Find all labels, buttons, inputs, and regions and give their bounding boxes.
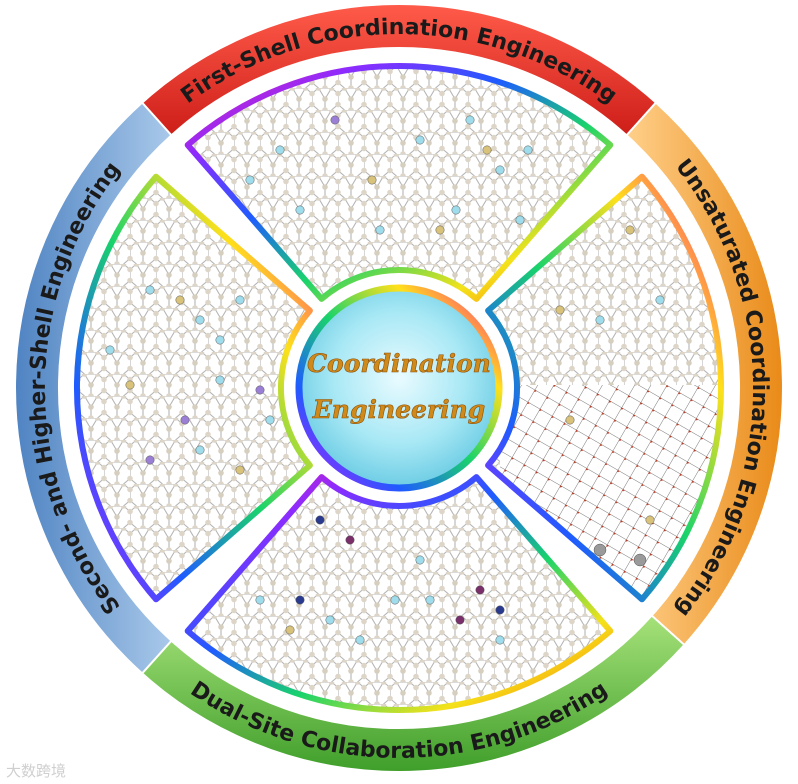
dopant-atom xyxy=(483,146,491,154)
dopant-atom xyxy=(236,296,244,304)
dopant-atom xyxy=(646,516,654,524)
dopant-atom xyxy=(556,306,564,314)
dopant-atom xyxy=(296,596,304,604)
dopant-atom xyxy=(331,116,339,124)
dopant-atom xyxy=(196,446,204,454)
dopant-atom xyxy=(146,456,154,464)
dopant-atom xyxy=(266,416,274,424)
dopant-atom xyxy=(466,116,474,124)
center-title-line1: Coordination xyxy=(307,349,491,378)
dopant-atom xyxy=(626,226,634,234)
dopant-atom xyxy=(236,466,244,474)
dopant-atom xyxy=(316,516,324,524)
dopant-atom xyxy=(356,636,364,644)
dopant-atom xyxy=(524,146,532,154)
dopant-atom xyxy=(368,176,376,184)
dopant-atom xyxy=(452,206,460,214)
dopant-atom xyxy=(456,616,464,624)
dopant-atom xyxy=(146,286,154,294)
dopant-atom xyxy=(391,596,399,604)
dopant-atom xyxy=(326,616,334,624)
dopant-atom xyxy=(496,636,504,644)
center-circle xyxy=(299,288,499,488)
dopant-atom xyxy=(346,536,354,544)
dopant-atom xyxy=(426,596,434,604)
dopant-atom xyxy=(634,554,646,566)
dopant-atom xyxy=(416,556,424,564)
dopant-atom xyxy=(566,416,574,424)
dopant-atom xyxy=(286,626,294,634)
dopant-atom xyxy=(276,146,284,154)
dopant-atom xyxy=(246,176,254,184)
dopant-atom xyxy=(181,416,189,424)
dopant-atom xyxy=(436,226,444,234)
dopant-atom xyxy=(126,381,134,389)
dopant-atom xyxy=(516,216,524,224)
dopant-atom xyxy=(296,206,304,214)
center-title-line2: Engineering xyxy=(312,395,486,424)
dopant-atom xyxy=(216,336,224,344)
dopant-atom xyxy=(256,596,264,604)
dopant-atom xyxy=(476,586,484,594)
dopant-atom xyxy=(376,226,384,234)
dopant-atom xyxy=(656,296,664,304)
dopant-atom xyxy=(596,316,604,324)
dopant-atom xyxy=(496,166,504,174)
dopant-atom xyxy=(216,376,224,384)
dopant-atom xyxy=(176,296,184,304)
dopant-atom xyxy=(106,346,114,354)
dopant-atom xyxy=(496,606,504,614)
dopant-atom xyxy=(416,136,424,144)
dopant-atom xyxy=(196,316,204,324)
watermark: 大数跨境 xyxy=(6,762,66,780)
dopant-atom xyxy=(594,544,606,556)
dopant-atom xyxy=(256,386,264,394)
